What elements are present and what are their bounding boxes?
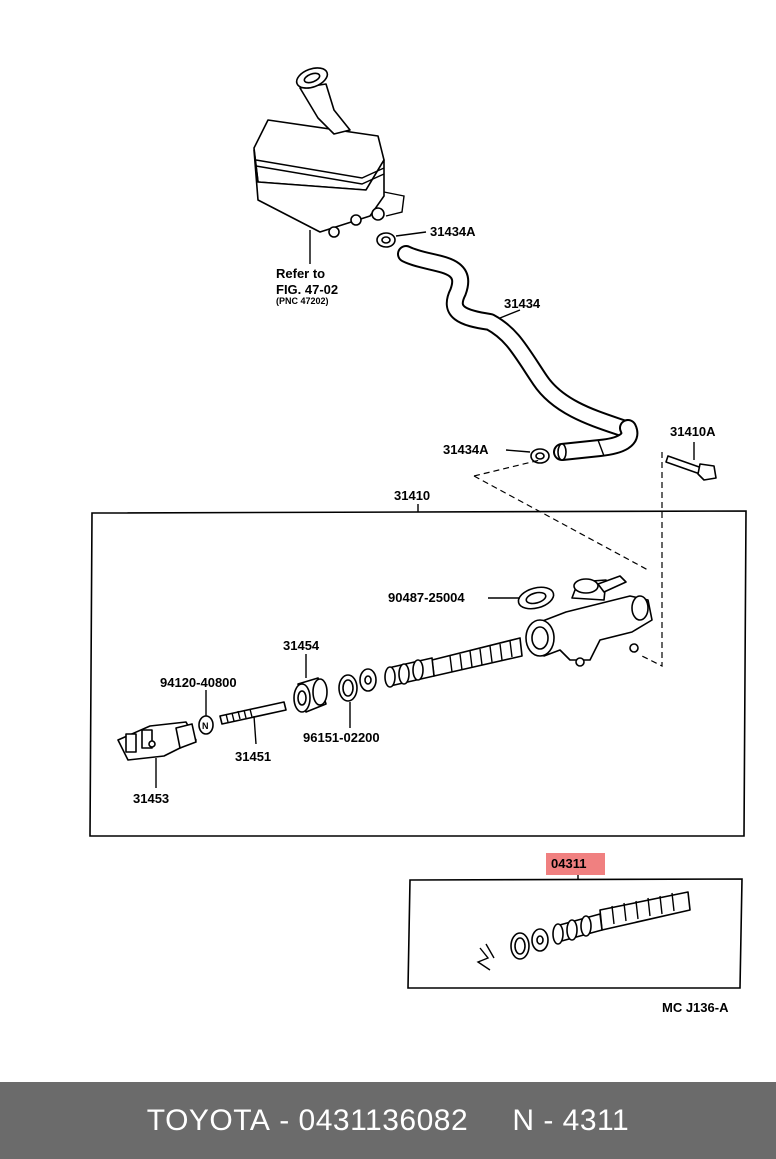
snap-ring-96151 xyxy=(338,674,358,728)
part-label-90487-25004: 90487-25004 xyxy=(388,590,465,605)
footer-bar: TOYOTA - 0431136082 N - 4311 xyxy=(0,1082,776,1159)
hose-clamp-top xyxy=(376,231,427,248)
push-rod-31451 xyxy=(219,701,287,745)
part-label-31434: 31434 xyxy=(504,296,541,311)
piston xyxy=(384,657,435,688)
kit-clip xyxy=(476,943,495,971)
part-label-31453: 31453 xyxy=(133,791,169,806)
part-label-31410: 31410 xyxy=(394,488,430,503)
part-label-31410A: 31410A xyxy=(670,424,716,439)
kit-cup xyxy=(531,928,549,952)
footer-part-number: 0431136082 xyxy=(298,1103,469,1137)
kit-spring xyxy=(599,891,691,931)
hose-clamp-90487 xyxy=(488,586,555,610)
diagram-code: MC J136-A xyxy=(662,1000,729,1015)
footer-brand: TOYOTA xyxy=(146,1103,271,1137)
return-hose xyxy=(397,245,639,461)
piston-spring xyxy=(431,637,523,677)
footer-ref: N - 4311 xyxy=(512,1103,630,1137)
boot-31454 xyxy=(293,654,328,713)
kit-snap-ring xyxy=(510,932,530,960)
piston-cup xyxy=(359,668,377,692)
refer-to-text: Refer to xyxy=(276,266,325,281)
footer-separator: - xyxy=(270,1103,299,1137)
part-label-04311: 04311 xyxy=(551,856,586,871)
parts-diagram: Refer to FIG. 47-02 (PNC 47202) 31434A 3… xyxy=(89,67,747,1015)
hose-clamp-mid xyxy=(505,448,550,464)
part-label-31454: 31454 xyxy=(283,638,320,653)
kit-piston xyxy=(552,913,603,945)
footer-gap xyxy=(468,1104,512,1138)
kit-box-04311 xyxy=(407,878,743,989)
fig-ref-text: FIG. 47-02 xyxy=(276,282,338,297)
highlight-box xyxy=(546,853,605,875)
pnc-ref-text: (PNC 47202) xyxy=(276,296,329,306)
part-label-31434A-mid: 31434A xyxy=(443,442,489,457)
assembly-box-31410 xyxy=(89,510,747,837)
nut-94120: N xyxy=(198,690,214,735)
bolt-31410A xyxy=(665,442,717,481)
clevis-31453 xyxy=(117,721,197,788)
part-label-31451: 31451 xyxy=(235,749,271,764)
reservoir-tank xyxy=(253,67,405,264)
part-label-96151-02200: 96151-02200 xyxy=(303,730,380,745)
part-label-31434A-top: 31434A xyxy=(430,224,476,239)
nut-letter: N xyxy=(202,721,209,731)
clutch-master-cylinder-body xyxy=(525,575,653,667)
part-label-94120-40800: 94120-40800 xyxy=(160,675,237,690)
